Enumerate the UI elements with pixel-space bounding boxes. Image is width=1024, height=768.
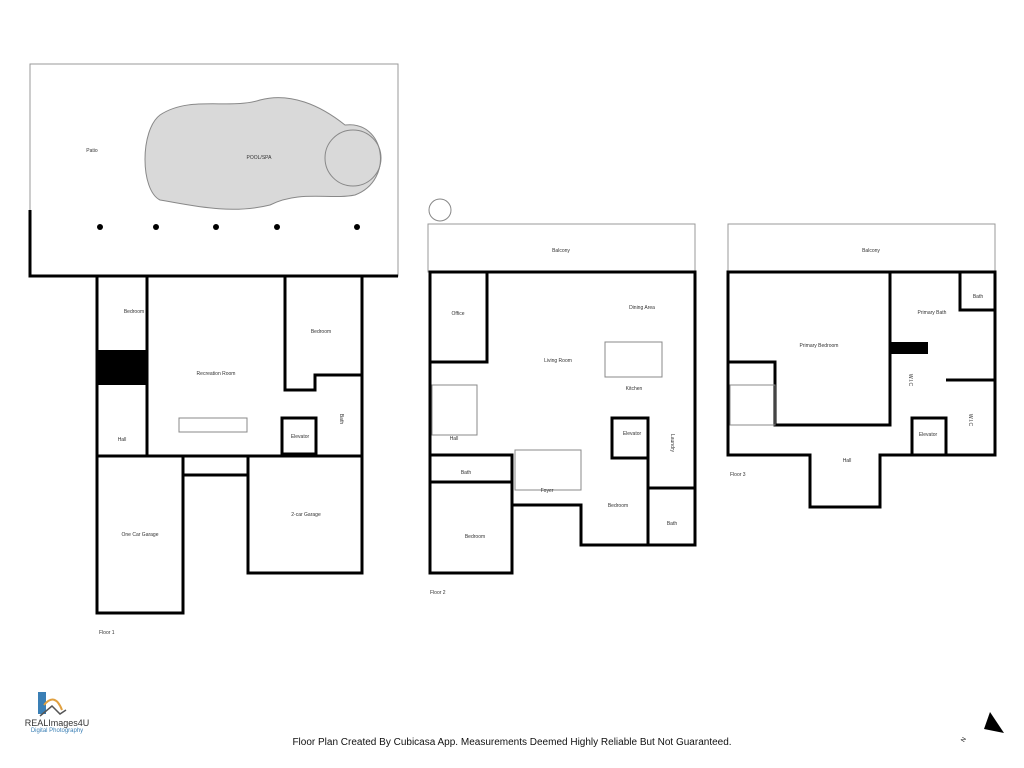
floor1-walls <box>95 274 364 615</box>
kitchen-island <box>604 341 663 378</box>
floor-1-label: Floor 1 <box>99 630 115 636</box>
spiral-stair <box>428 198 452 222</box>
room-label-laundry: Laundry <box>669 433 675 453</box>
room-label-bedroom: Bedroom <box>310 329 332 335</box>
room-label-kitchen: Kitchen <box>625 386 643 392</box>
room-label-primary-bath: Primary Bath <box>917 310 947 316</box>
floor3-chase <box>890 342 928 354</box>
room-label-living-room: Living Room <box>544 358 572 364</box>
logo-tagline: Digital Photography <box>30 728 84 734</box>
room-label-recreation-room: Recreation Room <box>196 371 236 377</box>
logo-name: REALImages4U <box>24 718 90 728</box>
room-label-elevator: Elevator <box>290 434 310 440</box>
room-label-balcony: Balcony <box>552 248 570 254</box>
floor1-counter <box>178 417 248 433</box>
disclaimer: Floor Plan Created By Cubicasa App. Meas… <box>292 737 732 748</box>
room-label-wic: W.I.C <box>907 373 913 387</box>
patio-wall <box>28 210 398 278</box>
floor-3-label: Floor 3 <box>730 472 746 478</box>
room-label-office: Office <box>451 311 465 317</box>
room-label-patio: Patio <box>86 148 98 154</box>
room-label-pool: POOL/SPA <box>246 155 272 161</box>
floor-2-label: Floor 2 <box>430 590 446 596</box>
room-label-primary-bedroom: Primary Bedroom <box>799 343 839 349</box>
room-label-bath: Bath <box>666 521 678 527</box>
logo-mark <box>38 692 67 717</box>
room-label-bedroom: Bedroom <box>123 309 145 315</box>
room-label-hall: Hall <box>842 458 852 464</box>
room-label-bedroom: Bedroom <box>464 534 486 540</box>
patio-posts <box>97 224 360 230</box>
room-label-bath: Bath <box>338 413 344 425</box>
room-label-balcony: Balcony <box>862 248 880 254</box>
room-label-dining-area: Dining Area <box>629 305 655 311</box>
room-label-bath: Bath <box>972 294 984 300</box>
spa-outline <box>324 129 382 187</box>
north-arrow-icon <box>984 712 1004 733</box>
room-label-wic: W.I.C <box>967 413 973 427</box>
pool-shape <box>144 97 381 210</box>
floor2-walls <box>428 270 697 575</box>
room-label-foyer: Foyer <box>540 488 554 494</box>
floor2-stairs-hall <box>431 384 478 436</box>
room-label-elevator: Elevator <box>918 432 938 438</box>
floor2-stairs <box>514 449 582 491</box>
room-label-elevator: Elevator <box>622 431 642 437</box>
floor3-stairs <box>729 384 776 426</box>
room-label-bath: Bath <box>460 470 472 476</box>
room-label-hall: Hall <box>449 436 459 442</box>
floor3-walls <box>726 270 997 509</box>
logo: REALImages4U Digital Photography <box>22 690 92 734</box>
room-label-two-car-garage: 2-car Garage <box>291 512 321 518</box>
room-label-one-car-garage: One Car Garage <box>121 532 159 538</box>
room-label-hall: Hall <box>117 437 127 443</box>
floor1-chase <box>97 350 147 385</box>
room-label-bedroom: Bedroom <box>607 503 629 509</box>
